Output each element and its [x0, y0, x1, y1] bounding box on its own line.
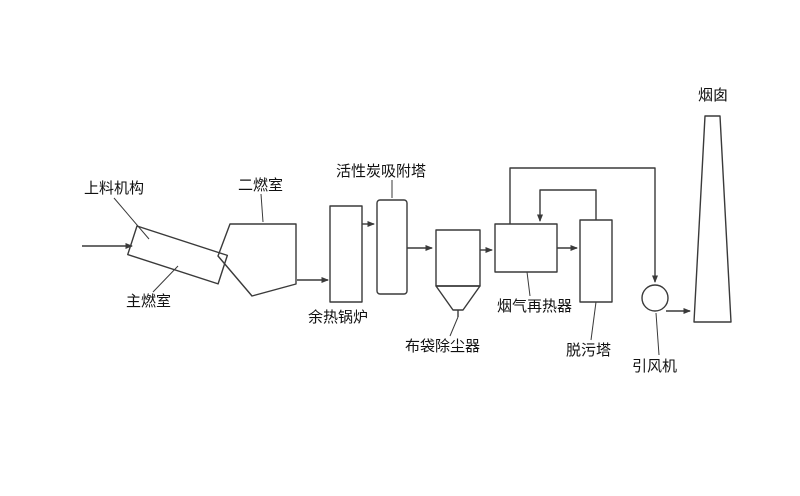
leader-scrubber — [590, 301, 597, 341]
combustion-chamber-shape — [217, 223, 297, 297]
label-boiler: 余热锅炉 — [308, 308, 368, 326]
pipe-scrubber-to-reheater — [537, 189, 597, 222]
leader-feeder — [113, 197, 150, 240]
bag-filter-body-shape — [435, 229, 481, 287]
chimney-shape — [693, 115, 732, 323]
bag-filter-cone-shape — [435, 285, 481, 311]
waste-heat-boiler-shape — [329, 205, 363, 303]
pipe-reheater-to-fan — [509, 167, 658, 283]
label-fan: 引风机 — [632, 358, 677, 375]
carbon-adsorption-tower-shape — [376, 199, 408, 295]
label-feeder: 上料机构 — [84, 180, 144, 197]
diagram-linework — [82, 115, 732, 356]
leader-reheater — [526, 271, 531, 297]
leader-bag-filter — [449, 316, 459, 337]
feeder-conveyor-shape — [127, 225, 229, 285]
leader-lines — [113, 180, 660, 356]
label-secondary-chamber: 二燃室 — [238, 176, 283, 194]
label-bag-filter: 布袋除尘器 — [405, 338, 480, 355]
diagram-labels: 上料机构 主燃室 二燃室 余热锅炉 活性炭吸附塔 布袋除尘器 烟气再热器 脱污塔… — [84, 87, 728, 375]
leader-main-chamber — [152, 265, 179, 293]
label-carbon-tower: 活性炭吸附塔 — [336, 163, 426, 180]
induced-draft-fan-shape — [641, 284, 669, 312]
label-chimney: 烟囱 — [698, 87, 728, 104]
flue-gas-reheater-shape — [494, 223, 558, 273]
label-reheater: 烟气再热器 — [497, 298, 572, 315]
leader-secondary-chamber — [260, 193, 264, 223]
label-main-chamber: 主燃室 — [126, 292, 171, 310]
label-scrubber: 脱污塔 — [566, 342, 611, 359]
leader-fan — [655, 312, 660, 356]
scrubber-tower-shape — [579, 219, 613, 303]
